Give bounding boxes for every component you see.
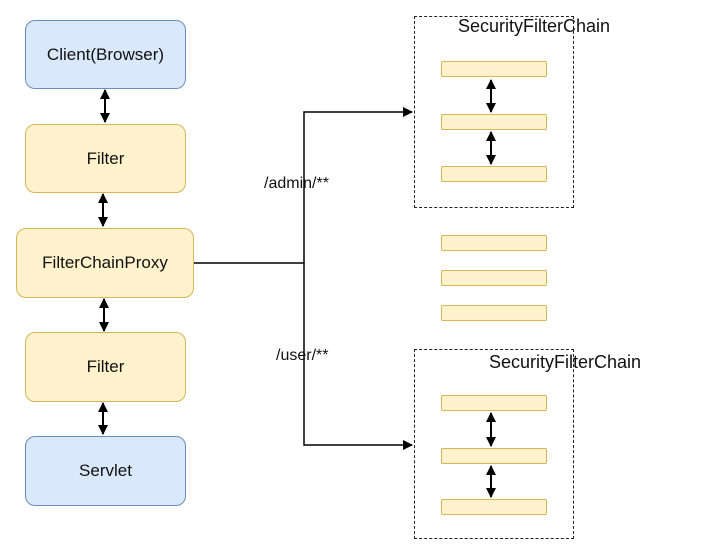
security-filter-chain-top bbox=[414, 16, 574, 208]
chain-title-bottom: SecurityFilterChain bbox=[489, 352, 642, 372]
chain-top-filter-2 bbox=[441, 114, 547, 130]
chain-bottom-filter-2 bbox=[441, 448, 547, 464]
client-browser-label: Client(Browser) bbox=[46, 44, 165, 64]
chain-title-top: SecurityFilterChain bbox=[458, 16, 611, 36]
filter-node-top: Filter bbox=[25, 124, 186, 193]
chain-top-filter-1 bbox=[441, 61, 547, 77]
filter-label-bottom: Filter bbox=[86, 357, 125, 376]
route-label-admin: /admin/** bbox=[264, 175, 329, 192]
filter-chain-proxy-label: FilterChainProxy bbox=[42, 253, 168, 272]
route-admin-line bbox=[193, 107, 413, 264]
middle-filter-1 bbox=[441, 235, 547, 251]
security-filter-chain-bottom bbox=[414, 349, 574, 539]
filter-node-bottom: Filter bbox=[25, 332, 186, 402]
chain-bottom-filter-1 bbox=[441, 395, 547, 411]
chain-bottom-filter-3 bbox=[441, 499, 547, 515]
filter-chain-proxy-node: FilterChainProxy bbox=[16, 228, 194, 298]
route-label-user: /user/** bbox=[276, 347, 329, 364]
filter-label-top: Filter bbox=[86, 148, 125, 168]
servlet-label: Servlet bbox=[79, 461, 132, 480]
client-browser-node: Client(Browser) bbox=[25, 20, 186, 89]
chain-top-filter-3 bbox=[441, 166, 547, 182]
middle-filter-2 bbox=[441, 270, 547, 286]
route-user-line bbox=[303, 263, 413, 450]
servlet-node: Servlet bbox=[25, 436, 186, 506]
middle-filter-3 bbox=[441, 305, 547, 321]
